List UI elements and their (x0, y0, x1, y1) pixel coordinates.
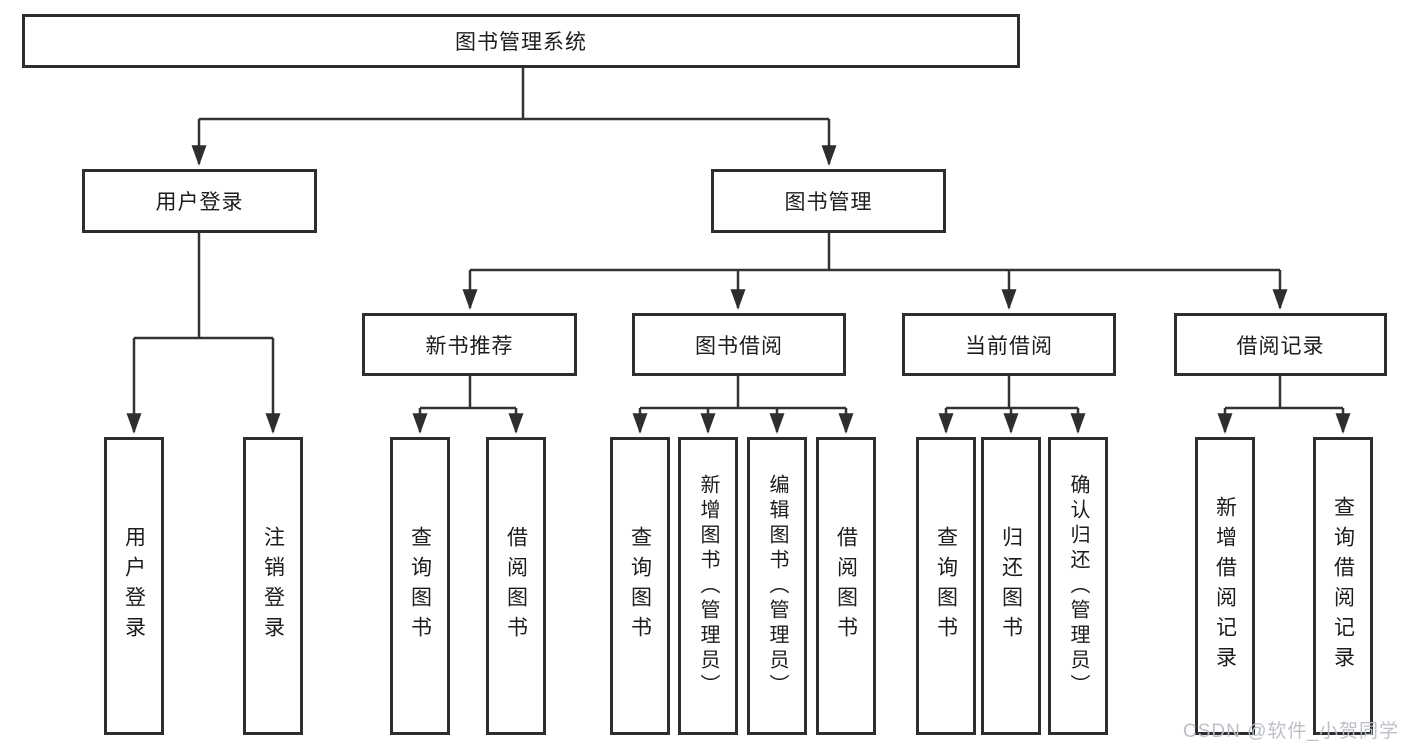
leaf-br-add-record: 新增借阅记录 (1195, 437, 1255, 735)
leaf-cb-query-books: 查询图书 (916, 437, 976, 735)
node-root-system: 图书管理系统 (22, 14, 1020, 68)
leaf-br-query-record-label: 查询借阅记录 (1331, 496, 1355, 676)
node-borrowing-records-label: 借阅记录 (1236, 334, 1325, 358)
leaf-bb-query-books: 查询图书 (610, 437, 670, 735)
node-book-management-branch: 图书管理 (711, 169, 946, 233)
leaf-nb-borrow-books-label: 借阅图书 (504, 526, 528, 646)
node-user-login-branch: 用户登录 (82, 169, 317, 233)
leaf-bb-borrow-books: 借阅图书 (816, 437, 876, 735)
node-book-borrowing-label: 图书借阅 (695, 334, 783, 358)
leaf-nb-query-books: 查询图书 (390, 437, 450, 735)
leaf-logout-label: 注销登录 (261, 526, 285, 646)
leaf-bb-edit-books-admin-label: 编辑图书（管理员） (766, 473, 788, 699)
leaf-cb-return-books-label: 归还图书 (999, 526, 1023, 646)
leaf-cb-confirm-return-admin: 确认归还（管理员） (1048, 437, 1108, 735)
leaf-user-login-label: 用户登录 (122, 526, 146, 646)
leaf-bb-query-books-label: 查询图书 (628, 526, 652, 646)
leaf-nb-borrow-books: 借阅图书 (486, 437, 546, 735)
node-book-management-label: 图书管理 (784, 191, 873, 214)
node-book-borrowing: 图书借阅 (632, 313, 846, 376)
leaf-cb-query-books-label: 查询图书 (934, 526, 958, 646)
leaf-br-query-record: 查询借阅记录 (1313, 437, 1373, 735)
leaf-bb-add-books-admin-label: 新增图书（管理员） (697, 473, 719, 699)
csdn-watermark: CSDN @软件_小贺同学 (1183, 721, 1399, 742)
leaf-logout: 注销登录 (243, 437, 303, 735)
leaf-bb-add-books-admin: 新增图书（管理员） (678, 437, 738, 735)
leaf-cb-confirm-return-admin-label: 确认归还（管理员） (1067, 473, 1089, 699)
node-root-label: 图书管理系统 (455, 31, 587, 54)
leaf-user-login: 用户登录 (104, 437, 164, 735)
node-borrowing-records: 借阅记录 (1174, 313, 1387, 376)
node-current-borrowing: 当前借阅 (902, 313, 1116, 376)
leaf-bb-borrow-books-label: 借阅图书 (834, 526, 858, 646)
leaf-cb-return-books: 归还图书 (981, 437, 1041, 735)
leaf-br-add-record-label: 新增借阅记录 (1213, 496, 1237, 676)
node-new-book-recommend: 新书推荐 (362, 313, 577, 376)
node-current-borrowing-label: 当前借阅 (965, 334, 1053, 358)
node-new-book-recommend-label: 新书推荐 (425, 334, 514, 358)
node-user-login-label: 用户登录 (155, 191, 244, 214)
leaf-bb-edit-books-admin: 编辑图书（管理员） (747, 437, 807, 735)
leaf-nb-query-books-label: 查询图书 (408, 526, 432, 646)
